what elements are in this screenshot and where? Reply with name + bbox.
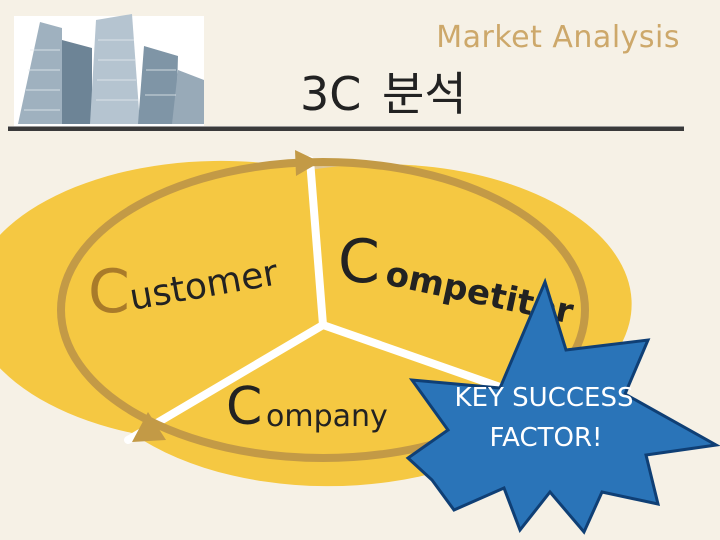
company-label: C ompany bbox=[226, 377, 388, 437]
starburst-shape bbox=[405, 277, 720, 535]
customer-initial: C bbox=[88, 257, 130, 327]
callout-line-1: KEY SUCCESS bbox=[455, 383, 634, 413]
key-success-factor-callout: KEY SUCCESS FACTOR! bbox=[405, 277, 720, 535]
cycle-arrowheads bbox=[132, 150, 320, 442]
callout-line-2: FACTOR! bbox=[490, 423, 603, 453]
title-divider bbox=[8, 126, 684, 131]
slide-subtitle: Market Analysis bbox=[436, 20, 680, 55]
company-rest: ompany bbox=[266, 399, 388, 434]
competitor-initial: C bbox=[338, 227, 380, 297]
company-initial: C bbox=[226, 377, 262, 437]
building-photo bbox=[14, 14, 204, 126]
slide-title: 3C 분석 bbox=[300, 67, 467, 121]
three-c-pie bbox=[0, 150, 632, 487]
